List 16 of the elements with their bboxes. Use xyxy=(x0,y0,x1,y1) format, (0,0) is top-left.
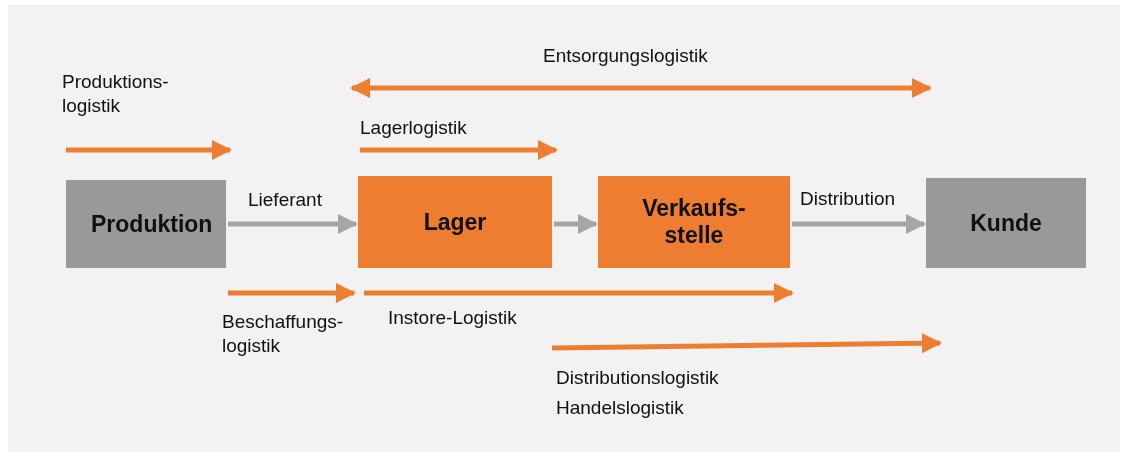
arrow xyxy=(554,214,598,234)
arrow-label: Beschaffungs- logistik xyxy=(222,310,345,358)
process-box: Kunde xyxy=(926,178,1086,268)
arrow-label: Instore-Logistik xyxy=(388,306,518,330)
arrow-label: Produktions- logistik xyxy=(62,70,170,118)
arrow-label: Entsorgungslogistik xyxy=(543,44,709,68)
arrow-label: Handelslogistik xyxy=(556,396,685,420)
process-box: Produktion xyxy=(66,180,226,268)
arrow xyxy=(792,214,926,234)
process-box: Verkaufs- stelle xyxy=(598,176,790,268)
arrow xyxy=(228,214,358,234)
arrow-label: Distributionslogistik xyxy=(556,366,720,390)
arrow-label: Lagerlogistik xyxy=(360,116,468,140)
edge-label: Distribution xyxy=(800,187,896,211)
edge-label: Lieferant xyxy=(248,188,322,212)
process-box: Lager xyxy=(358,176,552,268)
